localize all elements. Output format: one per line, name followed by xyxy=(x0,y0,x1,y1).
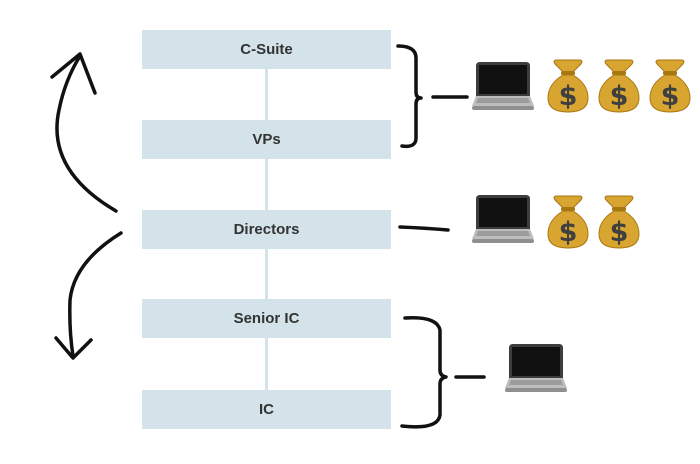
laptop-icon xyxy=(472,62,534,110)
money-bag-icon xyxy=(649,59,691,113)
laptop-icon xyxy=(472,195,534,243)
bracket-bottom-group xyxy=(400,316,486,429)
money-bag-icon xyxy=(547,59,589,113)
connector-line xyxy=(265,338,268,390)
money-bag-icon xyxy=(598,195,640,249)
level-box-directors: Directors xyxy=(142,210,391,249)
level-box-vps: VPs xyxy=(142,120,391,159)
laptop-icon xyxy=(505,344,567,392)
curved-arrow-up-icon xyxy=(50,52,118,213)
curved-arrow-down-icon xyxy=(54,231,123,360)
level-box-senior-ic: Senior IC xyxy=(142,299,391,338)
bracket-top-group xyxy=(396,44,469,149)
level-box-ic: IC xyxy=(142,390,391,429)
connector-line xyxy=(265,159,268,210)
dash-directors xyxy=(398,225,450,232)
money-bag-icon xyxy=(598,59,640,113)
level-box-c-suite: C-Suite xyxy=(142,30,391,69)
connector-line xyxy=(265,249,268,299)
money-bag-icon xyxy=(547,195,589,249)
connector-line xyxy=(265,69,268,120)
